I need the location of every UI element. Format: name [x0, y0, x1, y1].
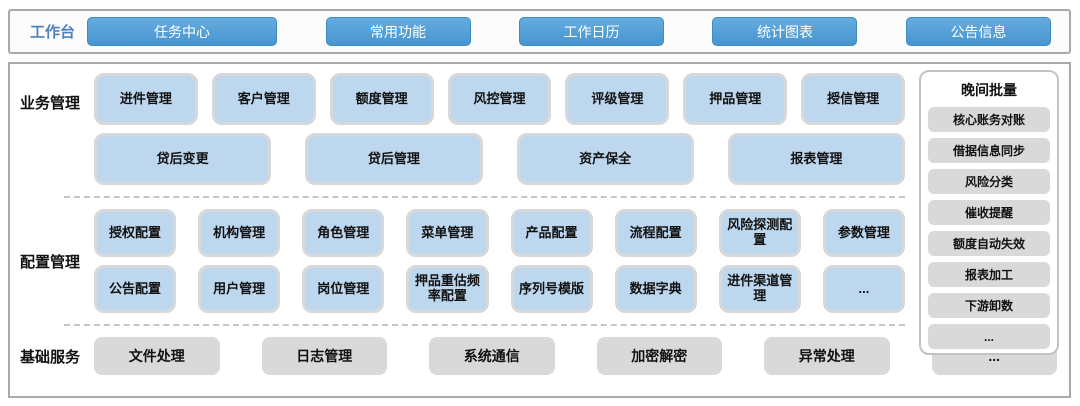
workbench-button[interactable]: 统计图表: [712, 17, 858, 46]
module-tile[interactable]: 序列号模版: [510, 265, 593, 313]
workbench-button[interactable]: 公告信息: [905, 17, 1051, 46]
module-tile[interactable]: 公告配置: [94, 265, 177, 313]
module-tile[interactable]: 客户管理: [211, 73, 316, 125]
night-batch-item[interactable]: 核心账务对账: [928, 107, 1050, 132]
module-tile[interactable]: 评级管理: [565, 73, 670, 125]
section-config-rows: 授权配置机构管理角色管理菜单管理产品配置流程配置风险探测配置参数管理 公告配置用…: [94, 209, 905, 313]
night-batch-item[interactable]: 风险分类: [928, 169, 1050, 194]
module-tile[interactable]: 押品重估频率配置: [406, 265, 489, 313]
main-panel: 业务管理 进件管理客户管理额度管理风控管理评级管理押品管理授信管理 贷后变更贷后…: [8, 62, 1071, 398]
business-row-1: 进件管理客户管理额度管理风控管理评级管理押品管理授信管理: [94, 73, 906, 125]
section-config: 配置管理 授权配置机构管理角色管理菜单管理产品配置流程配置风险探测配置参数管理 …: [20, 209, 905, 313]
night-batch-panel: 晚间批量 核心账务对账借据信息同步风险分类催收提醒额度自动失效报表加工下游卸数.…: [919, 70, 1059, 355]
night-batch-item[interactable]: 催收提醒: [928, 200, 1050, 225]
night-batch-title: 晚间批量: [961, 82, 1017, 98]
night-batch-item[interactable]: 借据信息同步: [928, 138, 1050, 163]
workbench-topbar: 工作台 任务中心 常用功能 工作日历 统计图表 公告信息: [8, 9, 1071, 54]
module-tile[interactable]: 贷后变更: [94, 133, 272, 185]
section-business-label: 业务管理: [20, 94, 81, 112]
module-tile[interactable]: 报表管理: [727, 133, 905, 185]
base-service-row: 文件处理日志管理系统通信加密解密异常处理...: [94, 337, 1057, 375]
section-base-label: 基础服务: [20, 348, 81, 366]
module-tile[interactable]: 风控管理: [447, 73, 552, 125]
module-tile[interactable]: ...: [822, 265, 905, 313]
night-batch-item[interactable]: 下游卸数: [928, 293, 1050, 318]
service-tile[interactable]: 日志管理: [261, 337, 387, 375]
config-row-1: 授权配置机构管理角色管理菜单管理产品配置流程配置风险探测配置参数管理: [94, 209, 905, 257]
module-tile[interactable]: 授权配置: [94, 209, 177, 257]
module-tile[interactable]: 数据字典: [614, 265, 697, 313]
night-batch-item[interactable]: 报表加工: [928, 262, 1050, 287]
module-tile[interactable]: 授信管理: [801, 73, 906, 125]
dashed-divider: [64, 324, 905, 326]
workbench-button[interactable]: 常用功能: [325, 17, 471, 46]
workbench-button-group: 任务中心 常用功能 工作日历 统计图表 公告信息: [81, 17, 1051, 46]
section-business-rows: 进件管理客户管理额度管理风控管理评级管理押品管理授信管理 贷后变更贷后管理资产保…: [94, 73, 906, 185]
module-tile[interactable]: 角色管理: [302, 209, 385, 257]
module-tile[interactable]: 参数管理: [822, 209, 905, 257]
workbench-button[interactable]: 任务中心: [87, 17, 278, 46]
module-tile[interactable]: 进件管理: [94, 73, 198, 125]
section-business: 业务管理 进件管理客户管理额度管理风控管理评级管理押品管理授信管理 贷后变更贷后…: [20, 73, 906, 185]
module-tile[interactable]: 机构管理: [198, 209, 281, 257]
config-row-2: 公告配置用户管理岗位管理押品重估频率配置序列号模版数据字典进件渠道管理...: [94, 265, 905, 313]
workbench-label: 工作台: [30, 24, 76, 41]
night-batch-list: 核心账务对账借据信息同步风险分类催收提醒额度自动失效报表加工下游卸数...: [928, 107, 1050, 349]
module-tile[interactable]: 押品管理: [683, 73, 788, 125]
upper-content: 业务管理 进件管理客户管理额度管理风控管理评级管理押品管理授信管理 贷后变更贷后…: [20, 73, 906, 326]
service-tile[interactable]: 异常处理: [764, 337, 890, 375]
module-tile[interactable]: 流程配置: [614, 209, 697, 257]
module-tile[interactable]: 产品配置: [510, 209, 593, 257]
service-tile[interactable]: 系统通信: [429, 337, 555, 375]
night-batch-item[interactable]: ...: [928, 324, 1050, 349]
module-tile[interactable]: 风险探测配置: [718, 209, 801, 257]
section-base: 基础服务 文件处理日志管理系统通信加密解密异常处理...: [20, 337, 1057, 375]
night-batch-item[interactable]: 额度自动失效: [928, 231, 1050, 256]
module-tile[interactable]: 额度管理: [329, 73, 434, 125]
service-tile[interactable]: 加密解密: [596, 337, 722, 375]
module-tile[interactable]: 资产保全: [516, 133, 694, 185]
module-tile[interactable]: 用户管理: [198, 265, 281, 313]
service-tile[interactable]: 文件处理: [94, 337, 220, 375]
workbench-button[interactable]: 工作日历: [518, 17, 664, 46]
business-row-2: 贷后变更贷后管理资产保全报表管理: [94, 133, 905, 185]
module-tile[interactable]: 菜单管理: [406, 209, 489, 257]
module-tile[interactable]: 贷后管理: [305, 133, 483, 185]
section-config-label: 配置管理: [20, 253, 81, 271]
module-tile[interactable]: 进件渠道管理: [718, 265, 801, 313]
dashed-divider: [64, 196, 905, 198]
module-tile[interactable]: 岗位管理: [302, 265, 385, 313]
